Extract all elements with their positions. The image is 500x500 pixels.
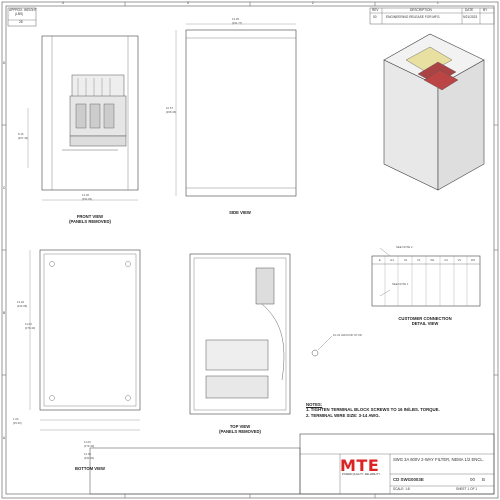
terminal-label: V1 bbox=[417, 258, 421, 262]
front-view-title: FRONT VIEW (PANELS REMOVED) bbox=[69, 214, 111, 225]
bottom-edge-dim: 1.00 [25.40] bbox=[13, 417, 22, 425]
terminal-label: W2 bbox=[470, 258, 476, 262]
scale-label: SCALE: 1:8 bbox=[393, 487, 410, 491]
bottom-height-dim: 13.46 [342.08] bbox=[17, 300, 28, 308]
border-row-label: A bbox=[3, 436, 6, 440]
company-tagline: POWER QUALITY. RELIABILITY. bbox=[342, 473, 381, 476]
rev-date-header: DATE bbox=[465, 8, 474, 12]
terminal-labels: E E1 U1 V1 W1 U2 V2 W2 bbox=[374, 258, 480, 264]
top-view-drawing bbox=[189, 253, 333, 415]
drawing-number: CD SWG0003E bbox=[393, 477, 424, 482]
rev-by-header: BY bbox=[483, 8, 488, 12]
sheet-label: SHEET 1 OF 1 bbox=[456, 487, 478, 491]
side-width-dim: 13.06 [331.77] bbox=[232, 17, 243, 25]
mte-logo: MTE bbox=[340, 456, 380, 475]
rev-description-header: DESCRIPTION bbox=[410, 8, 432, 12]
drawing-title: SWG 3A 600V 2-WAY FILTER, NEMA 1/2 ENCL. bbox=[393, 457, 484, 462]
approx-weight-value: 28 bbox=[19, 20, 23, 24]
note-item: 1. TIGHTEN TERMINAL BLOCK SCREWS TO 16 I… bbox=[306, 407, 440, 413]
size-value: B bbox=[482, 477, 485, 482]
bottom-width2-dim: 11.00 [279.40] bbox=[84, 440, 95, 448]
border-col-label: 4 bbox=[62, 1, 64, 5]
border-col-label: 1 bbox=[437, 1, 439, 5]
rev-header: REV bbox=[372, 8, 379, 12]
see-note-2-callout: SEE NOTE 2 bbox=[396, 245, 413, 249]
top-view-title: TOP VIEW (PANELS REMOVED) bbox=[219, 424, 261, 435]
terminal-label: W1 bbox=[430, 258, 435, 262]
notes-block: NOTES: 1. TIGHTEN TERMINAL BLOCK SCREWS … bbox=[306, 402, 440, 418]
side-view-drawing bbox=[175, 23, 297, 197]
side-height-dim: 10.57 [268.46] bbox=[166, 106, 177, 114]
bottom-height2-dim: 11.00 [279.40] bbox=[25, 322, 36, 330]
bottom-view-drawing bbox=[29, 249, 141, 431]
border-col-label: 2 bbox=[312, 1, 314, 5]
front-width-dim: 13.06 [331.81] bbox=[82, 193, 93, 201]
rev-value: 00 bbox=[373, 15, 377, 19]
border-row-label: B bbox=[3, 311, 6, 315]
front-height-dim: 8.16 [207.34] bbox=[18, 132, 29, 140]
note-item: 2. TERMINAL WIRE SIZE: 3-14 AWG. bbox=[306, 412, 380, 418]
terminal-label: E bbox=[378, 258, 381, 262]
ground-stud-callout: 10-32 GROUND STUD bbox=[333, 333, 362, 337]
terminal-label: E1 bbox=[390, 258, 394, 262]
bottom-view-title: BOTTOM VIEW bbox=[75, 466, 105, 471]
notes-heading: NOTES: bbox=[306, 402, 323, 407]
customer-connection-drawing bbox=[371, 247, 481, 307]
see-note-1-callout: SEE NOTE 1 bbox=[392, 282, 409, 286]
border-col-label: 3 bbox=[187, 1, 189, 5]
border-row-label: D bbox=[3, 61, 6, 65]
rev-block-value: 00 bbox=[470, 477, 475, 482]
iso-view-drawing bbox=[383, 33, 485, 191]
terminal-label: V2 bbox=[457, 258, 462, 262]
rev-description-value: ENGINEERING RELEASE FOR MFG. bbox=[386, 15, 441, 19]
terminal-label: U1 bbox=[403, 258, 408, 262]
approx-weight-unit: (LBS) bbox=[15, 12, 24, 16]
customer-view-title: CUSTOMER CONNECTION DETAIL VIEW bbox=[398, 316, 452, 327]
rev-date-value: 9/21/2023 bbox=[463, 15, 478, 19]
border-row-label: C bbox=[3, 186, 6, 190]
approx-weight-label: APPROX. WEIGHT bbox=[9, 8, 37, 12]
terminal-label: U2 bbox=[444, 258, 448, 262]
front-view-drawing bbox=[27, 35, 139, 201]
bottom-width-dim: 13.06 [331.81] bbox=[84, 452, 95, 460]
side-view-title: SIDE VIEW bbox=[229, 210, 251, 215]
